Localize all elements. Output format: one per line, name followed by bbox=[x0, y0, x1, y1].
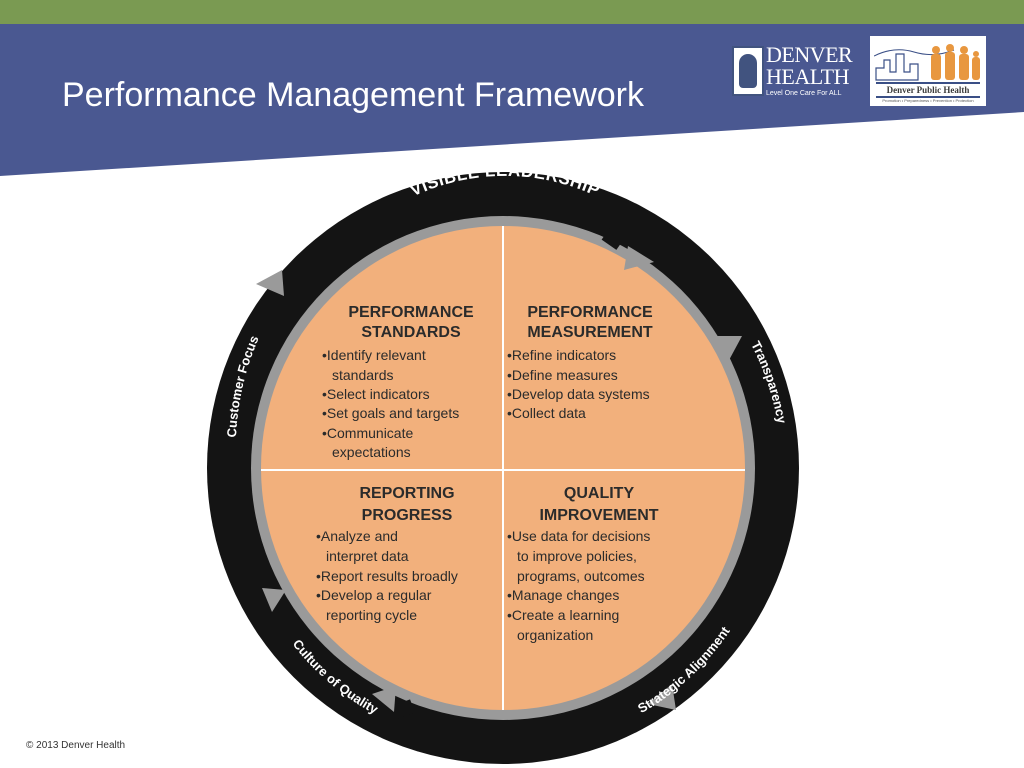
denver-health-wordmark: DENVER HEALTH bbox=[766, 42, 853, 89]
quadrant-performance-measurement: PERFORMANCE MEASUREMENT •Refine indicato… bbox=[507, 304, 653, 421]
quadrant-title: PERFORMANCE bbox=[348, 304, 474, 321]
top-accent-strip bbox=[0, 0, 1024, 24]
quadrant-title: PERFORMANCE bbox=[527, 304, 653, 321]
slide-title: Performance Management Framework bbox=[62, 76, 645, 114]
quadrant-bullet: •Report results broadly bbox=[316, 568, 458, 584]
quadrant-bullet: expectations bbox=[332, 444, 411, 460]
quadrant-bullet: •Analyze and bbox=[316, 528, 398, 544]
denver-health-logo: DENVER HEALTH Level One Care For ALL bbox=[730, 42, 853, 102]
quadrant-bullet: •Identify relevant bbox=[322, 347, 426, 363]
denver-health-portrait-icon bbox=[732, 46, 764, 96]
quadrant-bullet: organization bbox=[517, 627, 593, 643]
quadrant-bullet: interpret data bbox=[326, 548, 409, 564]
quadrant-title: QUALITY bbox=[564, 485, 635, 502]
quadrant-bullet: •Create a learning bbox=[507, 607, 619, 623]
quadrant-bullet: •Select indicators bbox=[322, 386, 430, 402]
quadrant-title: PROGRESS bbox=[362, 507, 453, 524]
copyright-notice: © 2013 Denver Health bbox=[26, 740, 126, 751]
quadrant-title: IMPROVEMENT bbox=[539, 507, 658, 524]
denver-public-health-tagline: Promotion • Preparedness • Prevention • … bbox=[882, 98, 974, 103]
quadrant-bullet: •Communicate bbox=[322, 425, 413, 441]
quadrant-bullet: •Manage changes bbox=[507, 587, 619, 603]
city-skyline-people-icon bbox=[874, 44, 980, 81]
quadrant-bullet: •Use data for decisions bbox=[507, 528, 650, 544]
quadrant-title: REPORTING bbox=[359, 485, 454, 502]
quadrant-bullet: programs, outcomes bbox=[517, 568, 645, 584]
quadrant-performance-standards: PERFORMANCE STANDARDS •Identify relevant… bbox=[322, 304, 474, 460]
quadrant-bullet: to improve policies, bbox=[517, 548, 637, 564]
quadrant-bullet: •Develop data systems bbox=[507, 386, 650, 402]
quadrant-bullet: •Define measures bbox=[507, 367, 618, 383]
denver-health-tagline: Level One Care For ALL bbox=[766, 90, 842, 97]
quadrant-bullet: •Collect data bbox=[507, 405, 586, 421]
denver-public-health-wordmark: Denver Public Health bbox=[876, 82, 980, 98]
quadrant-bullet: •Set goals and targets bbox=[322, 405, 459, 421]
header-band bbox=[0, 24, 1024, 176]
quadrant-bullet: •Refine indicators bbox=[507, 347, 616, 363]
quadrant-quality-improvement: QUALITY IMPROVEMENT •Use data for decisi… bbox=[507, 485, 659, 643]
quadrant-bullet: •Develop a regular bbox=[316, 587, 432, 603]
quadrant-reporting-progress: REPORTING PROGRESS •Analyze and interpre… bbox=[316, 485, 458, 623]
quadrant-bullet: reporting cycle bbox=[326, 607, 417, 623]
denver-public-health-logo: Denver Public Health Promotion • Prepare… bbox=[870, 36, 986, 106]
quadrant-title: MEASUREMENT bbox=[527, 324, 653, 341]
quadrant-title: STANDARDS bbox=[361, 324, 461, 341]
quadrant-bullet: standards bbox=[332, 367, 393, 383]
cycle-arrows bbox=[256, 228, 742, 719]
